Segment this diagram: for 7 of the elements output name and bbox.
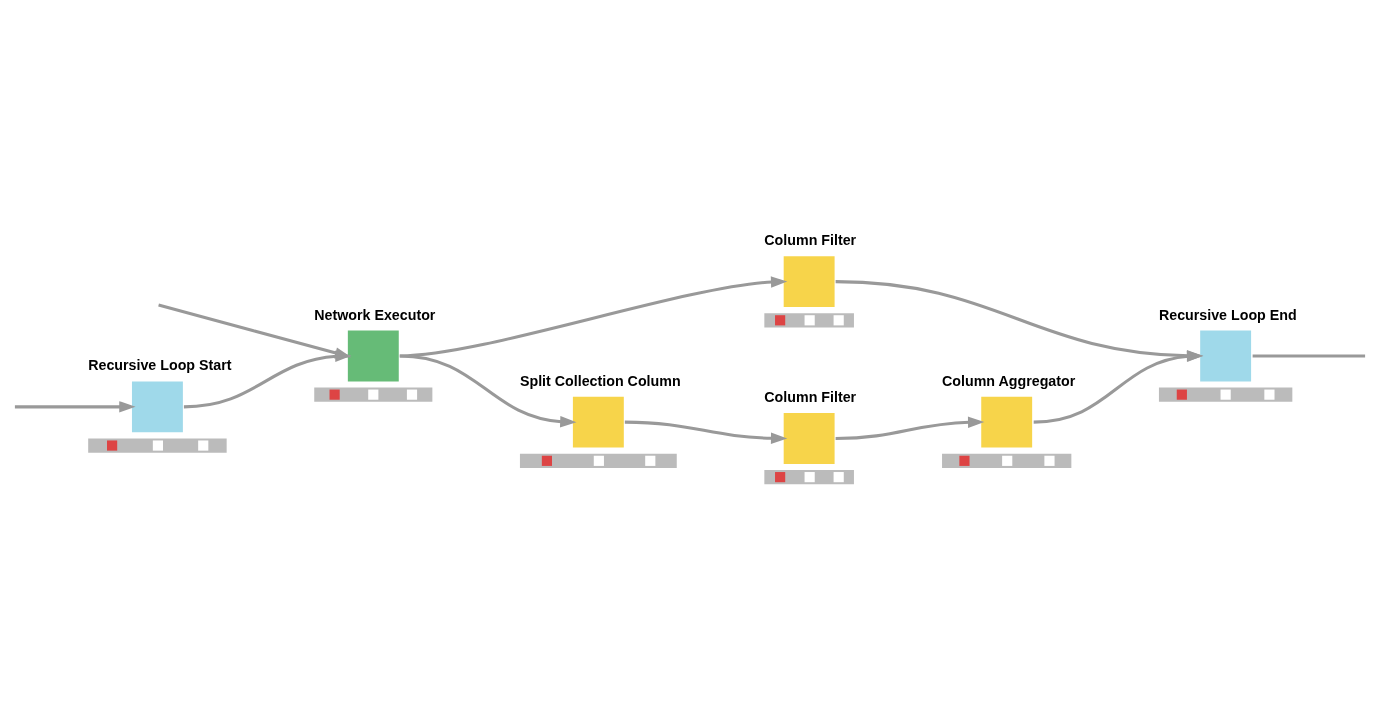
node-label: Network Executor xyxy=(314,306,436,323)
node-label: Column Aggregator xyxy=(942,372,1076,389)
node-label: Recursive Loop End xyxy=(1158,306,1297,323)
node-label: Column Filter xyxy=(764,388,857,405)
node-label: Column Filter xyxy=(764,232,857,249)
node-label: Recursive Loop Start xyxy=(88,357,232,374)
node-label: Split Collection Column xyxy=(519,372,681,389)
